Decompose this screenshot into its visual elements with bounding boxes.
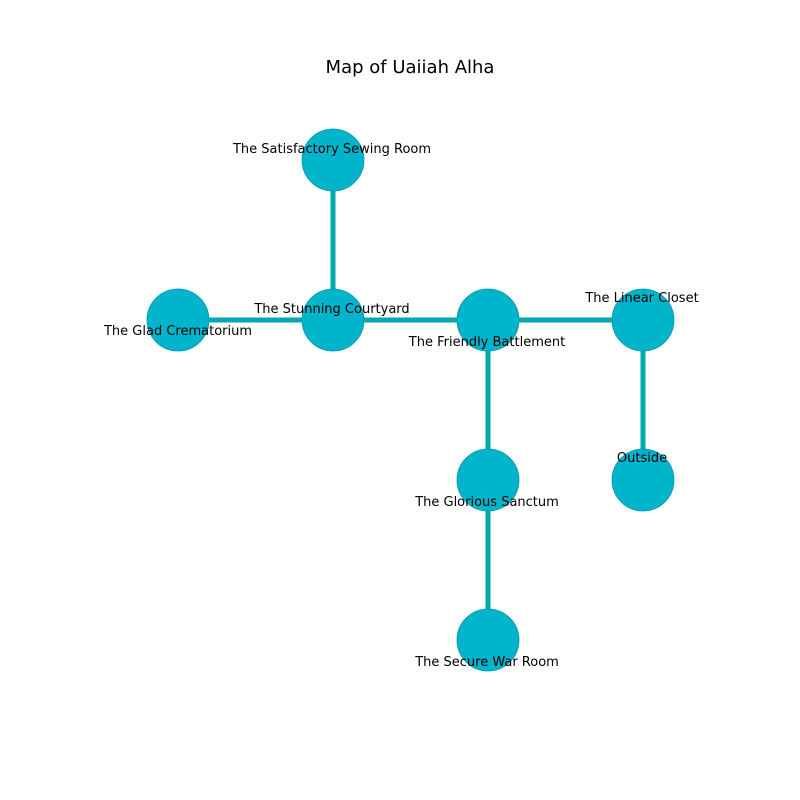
room-node-outside	[611, 448, 675, 512]
room-label-crematorium: The Glad Crematorium	[103, 324, 252, 339]
room-node-warroom	[456, 608, 520, 672]
room-node-crematorium	[146, 288, 210, 352]
rooms-layer	[146, 128, 675, 672]
room-label-sanctum: The Glorious Sanctum	[414, 495, 559, 510]
room-label-warroom: The Secure War Room	[414, 655, 559, 670]
room-node-closet	[611, 288, 675, 352]
room-label-courtyard: The Stunning Courtyard	[253, 302, 409, 317]
room-label-sewing: The Satisfactory Sewing Room	[232, 142, 431, 157]
room-node-battlement	[456, 288, 520, 352]
map-title: Map of Uaiiah Alha	[326, 57, 495, 78]
room-node-sewing	[301, 128, 365, 192]
room-label-battlement: The Friendly Battlement	[408, 335, 565, 350]
room-label-closet: The Linear Closet	[584, 291, 698, 306]
room-node-sanctum	[456, 448, 520, 512]
room-label-outside: Outside	[617, 451, 667, 466]
room-node-courtyard	[301, 288, 365, 352]
connections-layer	[178, 160, 646, 640]
